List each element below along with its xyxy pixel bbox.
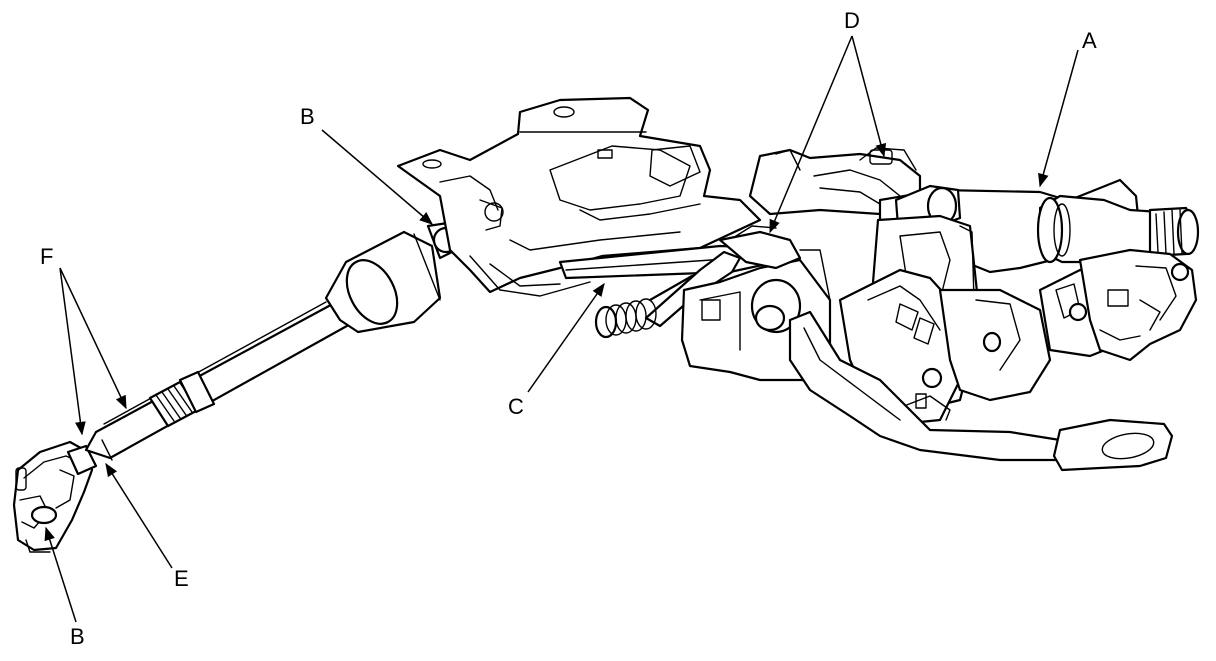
lower-right-housing <box>1078 248 1198 362</box>
upper-clamps <box>748 147 922 216</box>
leader-d1 <box>769 35 853 234</box>
leader-b-bottom <box>44 526 77 623</box>
callout-a: A <box>1082 28 1097 53</box>
lower-universal-joint <box>12 440 98 553</box>
callout-b-bottom: B <box>70 624 85 649</box>
callout-f: F <box>40 244 53 269</box>
upper-joint <box>324 220 466 334</box>
callout-b-top: B <box>300 104 315 129</box>
callout-c: C <box>508 394 524 419</box>
intermediate-shaft <box>84 298 356 461</box>
spring <box>594 274 694 339</box>
leader-b-top <box>321 129 434 225</box>
leader-d2 <box>851 35 887 158</box>
leader-c <box>527 282 605 393</box>
leader-f2 <box>59 267 127 410</box>
callout-d: D <box>844 8 860 33</box>
callout-e: E <box>174 566 189 591</box>
leader-e <box>105 462 173 569</box>
callouts: A B B C D E F <box>40 8 1097 649</box>
leader-f1 <box>59 267 86 436</box>
tilt-lever <box>788 310 1174 472</box>
column-bracket <box>396 96 762 297</box>
leader-a <box>1038 49 1079 188</box>
leader-lines <box>44 35 1079 623</box>
shaft-end <box>1036 194 1200 264</box>
